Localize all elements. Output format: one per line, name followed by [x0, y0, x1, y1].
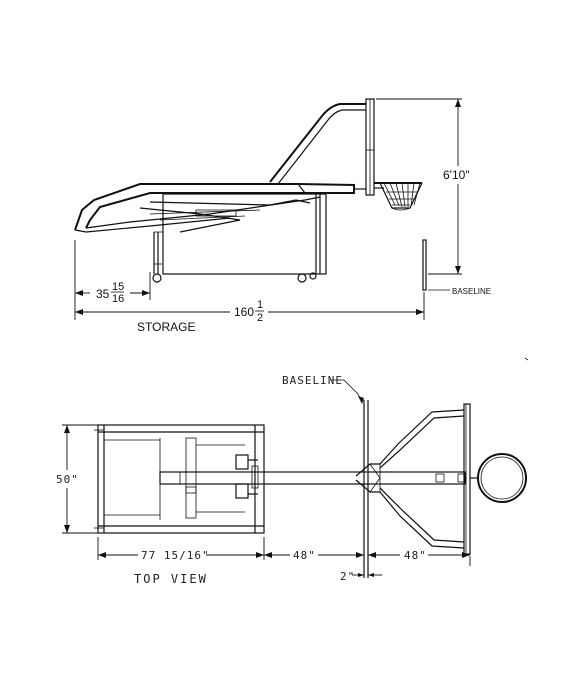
mid-dim-label: 48": [293, 549, 316, 562]
boom-top: [159, 471, 467, 494]
overhang-dimension: 35 15 16: [74, 240, 151, 305]
overhang-whole: 35: [96, 287, 110, 301]
side-view: BASELINE 6'10" 35 15 16: [74, 98, 491, 334]
baseline-top: BASELINE: [282, 374, 369, 578]
height-dim-label: 6'10": [443, 168, 470, 182]
length-den: 2: [257, 312, 263, 324]
height-dimension: 6'10": [376, 98, 470, 275]
bottom-dimensions: 77 15/16" 48" 48" 2": [97, 537, 471, 583]
width-dim-label: 50": [56, 473, 79, 486]
stray-mark: [524, 357, 529, 361]
arms-top: [355, 409, 465, 549]
baseline-label-side: BASELINE: [452, 287, 491, 296]
base-cabinet: [153, 193, 327, 275]
base-length-dim-label: 77 15/16": [141, 549, 210, 562]
overhang-den: 16: [112, 293, 124, 305]
length-whole: 160: [234, 305, 254, 319]
side-view-title: STORAGE: [137, 320, 195, 334]
rim-and-net: [374, 182, 423, 211]
backboard-side: [365, 98, 375, 196]
overhang-num: 15: [112, 281, 124, 293]
base-top: [94, 424, 265, 534]
length-dimension: 160 1 2: [74, 292, 425, 324]
main-boom: [74, 183, 366, 233]
top-view: BASELINE 50" 77 15/16" 48": [56, 374, 527, 586]
baseline-label-top: BASELINE: [282, 374, 343, 387]
wheels-side: [152, 263, 317, 283]
offset-dim-label: 2": [340, 570, 355, 583]
upper-arm: [269, 103, 366, 185]
baseline-marker-side: BASELINE: [422, 239, 491, 296]
top-view-title: TOP VIEW: [134, 572, 208, 586]
width-dimension: 50": [56, 424, 98, 534]
length-num: 1: [257, 299, 263, 311]
reach-dim-label: 48": [404, 549, 427, 562]
rim-top: [470, 453, 527, 503]
